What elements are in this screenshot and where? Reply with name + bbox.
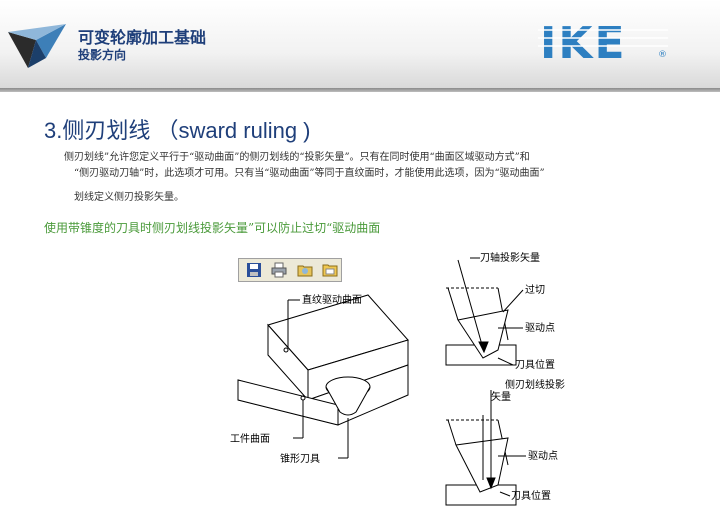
- paragraph-line-3: 划线定义侧刃投影矢量。: [74, 192, 184, 203]
- label-tool-position-bottom: 刀具位置: [511, 489, 551, 502]
- company-logo-icon: [8, 24, 66, 68]
- open-icon: [297, 265, 313, 277]
- taper-tool: [325, 376, 371, 416]
- folder-button[interactable]: [320, 260, 342, 280]
- header-divider: [0, 88, 720, 92]
- workpiece-block: [237, 294, 409, 426]
- paragraph-line-1: 侧刃划线”允许您定义平行于“驱动曲面”的侧刃划线的“投影矢量”。只有在同时使用“…: [64, 152, 530, 163]
- folder-icon: [322, 264, 338, 277]
- label-drive-surface: 直纹驱动曲面: [302, 293, 362, 306]
- sward-ruling-diagram: 直纹驱动曲面 工件曲面 锥形刀具 刀轴投影矢量 过切 驱动点 刀具位置 侧刃划线…: [230, 251, 565, 506]
- print-icon: [271, 262, 287, 278]
- label-swarf-projection-line2: 矢量: [491, 390, 511, 403]
- registered-mark: ®: [658, 50, 667, 60]
- note-text: 使用带锥度的刀具时侧刃划线投影矢量”可以防止过切“驱动曲面: [44, 221, 381, 235]
- brand-logo-text: IKE: [540, 18, 627, 64]
- section-title: 3.侧刃划线 （sward ruling ): [44, 118, 311, 143]
- label-swarf-projection-line1: 侧刃划线投影: [505, 378, 565, 391]
- paragraph-line-2: “侧刃驱动刀轴”时，此选项才可用。只有当“驱动曲面”等同于直纹面时，才能使用此选…: [74, 168, 545, 179]
- header-subtitle: 投影方向: [78, 48, 127, 62]
- brand-logo: IKE: [538, 18, 668, 64]
- label-overcut: 过切: [525, 283, 545, 296]
- save-button[interactable]: [243, 260, 265, 280]
- print-button[interactable]: [269, 260, 291, 280]
- file-toolbar: [238, 258, 342, 282]
- label-tool-axis-projection: 刀轴投影矢量: [480, 251, 540, 264]
- label-tool-position-top: 刀具位置: [515, 358, 555, 371]
- label-taper-tool: 锥形刀具: [280, 453, 320, 465]
- header-bar: 可变轮廓加工基础 投影方向 IKE ®: [0, 0, 720, 88]
- label-drive-point-top: 驱动点: [525, 322, 555, 334]
- header-title: 可变轮廓加工基础: [78, 28, 207, 47]
- label-part-surface: 工件曲面: [230, 433, 270, 445]
- open-button[interactable]: [294, 260, 316, 280]
- tool-axis-diagram: [445, 259, 517, 366]
- swarf-projection-diagram: [445, 390, 517, 506]
- label-drive-point-bottom: 驱动点: [528, 450, 558, 462]
- save-icon: [246, 263, 261, 277]
